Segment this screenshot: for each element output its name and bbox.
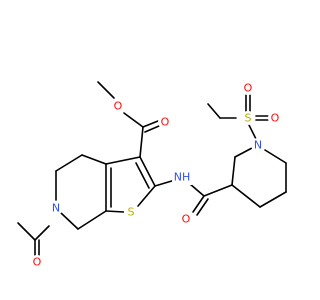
sulfonyl-s-label: S: [245, 112, 252, 125]
bond-pip-n-c6: [264, 149, 287, 164]
sulfonyl-o-top-label: O: [244, 82, 253, 95]
atom-labels: O O N O S NH O N S O O: [30, 81, 282, 269]
bond-c3a-c3: [105, 156, 141, 165]
bond-amide-co-2: [196, 198, 209, 216]
ester-ether-o-label: O: [114, 100, 123, 113]
bond-pip-c4-c3: [231, 184, 261, 208]
acetyl-o-label: O: [33, 256, 42, 269]
bond-c3-c2-inner: [135, 162, 150, 189]
amide-nh-label: NH: [174, 171, 191, 184]
piperidine-n-label: N: [254, 139, 262, 152]
ring-n-label: N: [52, 202, 60, 215]
amide-o-label: O: [182, 213, 191, 226]
bond-c2-s: [137, 185, 156, 207]
thiophene-s-label: S: [128, 206, 135, 219]
bond-n-c7: [60, 212, 79, 230]
bond-s-c7a: [105, 210, 125, 213]
bond-c2-nh: [154, 179, 176, 187]
bond-pip-c2-n: [234, 147, 253, 158]
bond-c3-ester-c: [139, 126, 144, 158]
bonds: [17, 81, 287, 257]
bond-amide-c-pip: [203, 184, 233, 197]
molecule-structure: O O N O S NH O N S O O: [17, 81, 287, 269]
bond-acetyl-methyl: [17, 222, 36, 241]
bond-c4-c3a: [81, 154, 107, 165]
ester-carbonyl-o-label: O: [161, 116, 170, 129]
bond-nh-amide-c: [189, 183, 205, 197]
bond-pip-c3-c2: [231, 156, 236, 186]
bond-ester-co-2: [144, 125, 160, 133]
bond-acetyl-n: [34, 225, 50, 241]
bond-c5-c4: [55, 154, 83, 172]
bond-c3-c2: [139, 156, 156, 187]
bond-s-methyl-up: [207, 103, 221, 119]
bond-amide-co-1: [192, 195, 205, 213]
bond-pip-c5-c4: [259, 191, 287, 208]
bond-ester-o-me: [97, 81, 115, 99]
bond-ester-c-o: [123, 112, 144, 128]
bond-n-s: [248, 124, 257, 140]
sulfonyl-o-right-label: O: [271, 112, 280, 125]
bond-ester-co-1: [142, 120, 159, 128]
bond-c7-c7a: [77, 210, 107, 230]
